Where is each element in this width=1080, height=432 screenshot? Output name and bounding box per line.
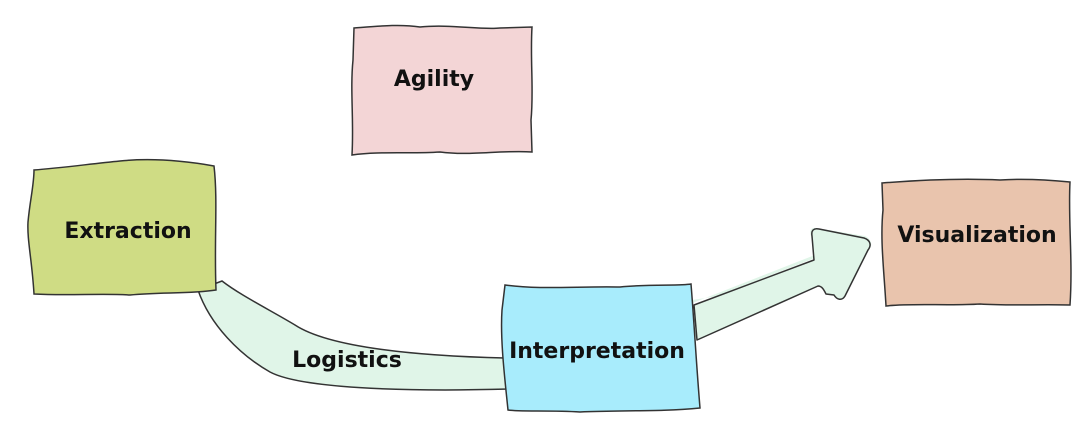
- visualization-node: [881, 178, 1072, 307]
- arrow-body: [693, 228, 871, 341]
- extraction-node: [27, 158, 217, 296]
- logistics-connector: [197, 280, 511, 391]
- agility-node: [351, 24, 533, 156]
- logistics-label: Logistics: [292, 348, 402, 373]
- extraction-label: Extraction: [64, 219, 191, 244]
- visualization-label: Visualization: [897, 223, 1056, 248]
- agility-label: Agility: [394, 67, 474, 92]
- interpretation-label: Interpretation: [509, 339, 685, 364]
- interpretation-node: [500, 283, 701, 413]
